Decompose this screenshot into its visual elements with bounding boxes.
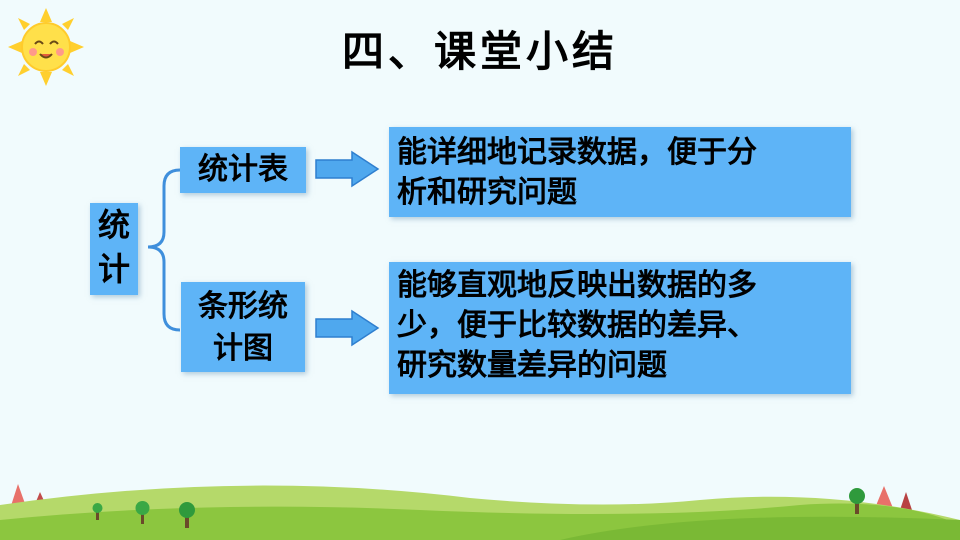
branch-label-line: 统计表 xyxy=(198,152,288,187)
branch-box-bar-chart: 条形统 计图 xyxy=(181,282,305,372)
page-title: 四、课堂小结 xyxy=(341,27,618,76)
branch-box-statistical-table: 统计表 xyxy=(180,147,306,193)
description-line: 研究数量差异的问题 xyxy=(397,348,667,383)
arrow-right-icon xyxy=(315,150,380,188)
root-label-line: 统 xyxy=(97,206,130,244)
brace-connector xyxy=(147,168,181,332)
description-line: 少，便于比较数据的差异、 xyxy=(397,308,757,343)
description-line: 析和研究问题 xyxy=(397,175,577,210)
description-line: 能够直观地反映出数据的多 xyxy=(397,268,757,303)
branch-label-line: 计图 xyxy=(213,331,273,366)
description-line: 能详细地记录数据，便于分 xyxy=(397,135,757,170)
tree-icon xyxy=(92,488,865,528)
arrow-right-icon xyxy=(315,309,380,347)
branch-label-line: 条形统 xyxy=(198,289,288,324)
sun-icon xyxy=(8,8,84,86)
description-box-bar-chart: 能够直观地反映出数据的多 少，便于比较数据的差异、 研究数量差异的问题 xyxy=(389,262,851,394)
root-box-statistics: 统 计 xyxy=(90,203,138,295)
description-box-statistical-table: 能详细地记录数据，便于分 析和研究问题 xyxy=(389,127,851,217)
root-label-line: 计 xyxy=(97,250,130,288)
